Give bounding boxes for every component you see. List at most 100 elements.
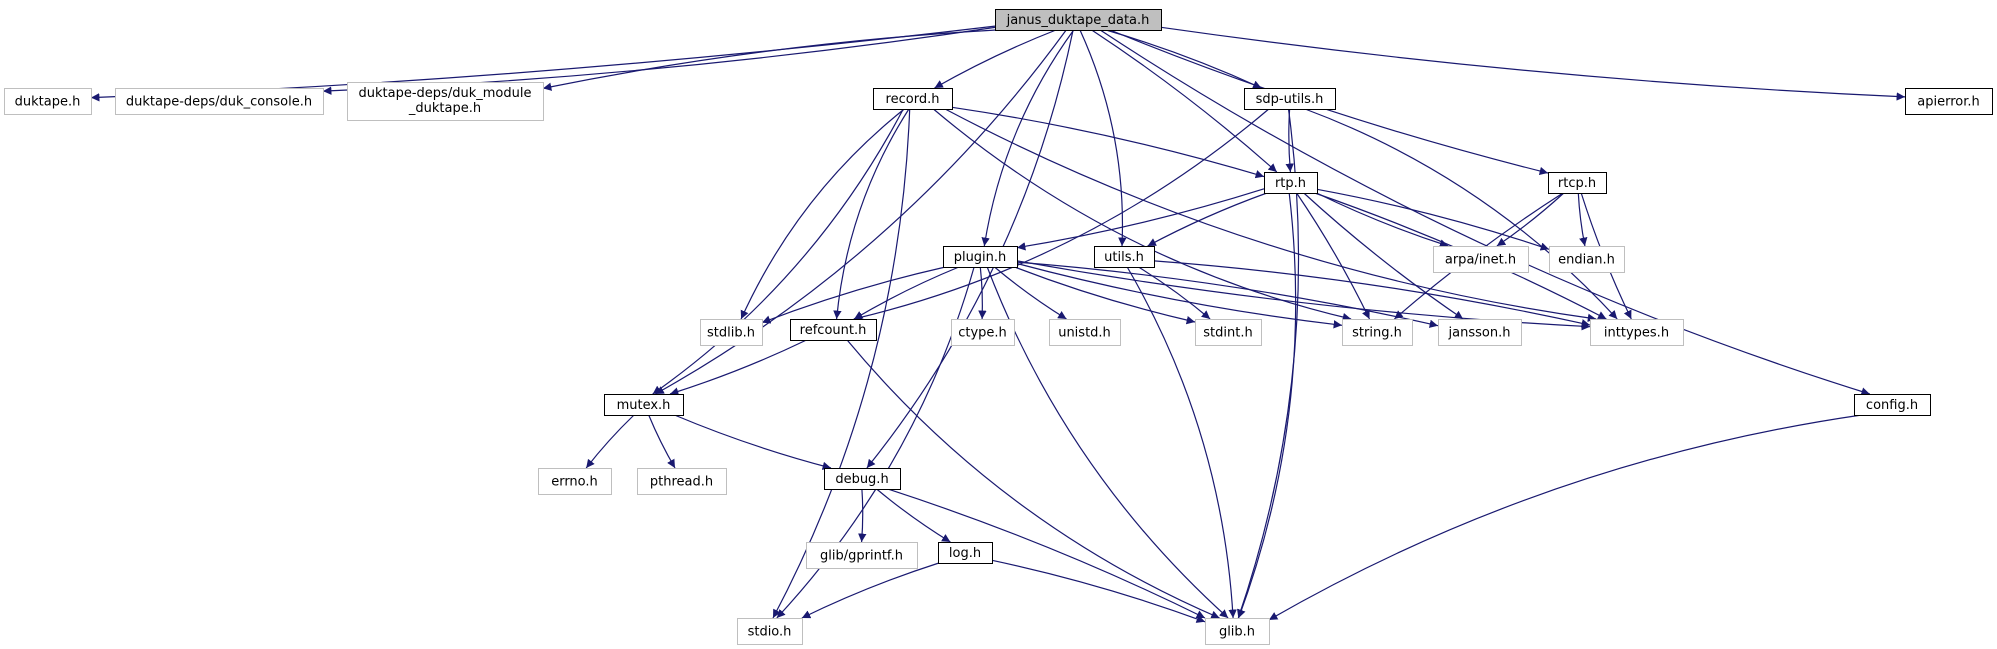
edge-plugin-to-jansson bbox=[1016, 261, 1439, 328]
edge-debug-to-glib bbox=[887, 488, 1206, 619]
edge-utils-to-glib bbox=[1126, 266, 1237, 619]
node-box bbox=[943, 246, 1018, 268]
node-box bbox=[1854, 394, 1931, 416]
node-label: config.h bbox=[1866, 398, 1918, 413]
edge-utils-to-inttypes bbox=[1153, 260, 1591, 328]
node-label: refcount.h bbox=[800, 323, 867, 338]
edge-record-to-refcount bbox=[833, 108, 910, 320]
node-box bbox=[1195, 319, 1262, 346]
node-glib-gprintf: glib/gprintf.h bbox=[806, 542, 918, 569]
node-box bbox=[1049, 319, 1121, 346]
edge-root-to-plugin bbox=[981, 29, 1075, 247]
node-apierror[interactable]: apierror.h bbox=[1905, 88, 1993, 115]
edge-root-to-mutex bbox=[655, 29, 1067, 395]
edge-debug-to-log bbox=[876, 488, 951, 543]
edge-refcount-to-mutex bbox=[669, 339, 807, 396]
node-box bbox=[995, 9, 1162, 31]
edge-record-to-string bbox=[933, 108, 1352, 322]
node-box bbox=[951, 319, 1015, 346]
edge-rtcp-to-arpa_inet bbox=[1496, 192, 1565, 247]
edge-plugin-to-stdlib bbox=[761, 266, 946, 324]
node-config[interactable]: config.h bbox=[1854, 394, 1931, 416]
edge-root-to-utils bbox=[1079, 29, 1127, 247]
node-label: rtcp.h bbox=[1558, 176, 1596, 191]
node-label: glib/gprintf.h bbox=[820, 549, 903, 564]
edge-record-to-mutex bbox=[652, 108, 904, 395]
node-sdp-utils[interactable]: sdp-utils.h bbox=[1244, 88, 1336, 110]
node-label: plugin.h bbox=[954, 250, 1007, 265]
edge-config-to-glib bbox=[1268, 414, 1862, 621]
node-label: glib.h bbox=[1219, 625, 1255, 640]
node-label: inttypes.h bbox=[1604, 326, 1669, 341]
node-mutex[interactable]: mutex.h bbox=[604, 394, 684, 416]
edge-plugin-to-refcount bbox=[853, 266, 960, 320]
node-inttypes: inttypes.h bbox=[1590, 319, 1684, 346]
node-box bbox=[1244, 88, 1336, 110]
edge-plugin-to-unistd bbox=[994, 266, 1067, 320]
node-box bbox=[824, 468, 901, 490]
node-label: string.h bbox=[1352, 326, 1402, 341]
nodes-layer: janus_duktape_data.h duktape.h duktape-dep… bbox=[4, 9, 1993, 645]
edge-mutex-to-pthread bbox=[648, 414, 676, 469]
edge-record-to-stdio bbox=[772, 108, 911, 619]
node-label: arpa/inet.h bbox=[1445, 253, 1516, 268]
edge-plugin-to-stdint bbox=[1014, 266, 1196, 325]
node-box bbox=[1433, 246, 1529, 273]
edge-plugin-to-string bbox=[1016, 262, 1343, 329]
node-label: mutex.h bbox=[617, 398, 671, 413]
node-stdlib: stdlib.h bbox=[700, 319, 763, 346]
edge-rtp-to-arpa_inet bbox=[1316, 192, 1449, 248]
node-box bbox=[1905, 88, 1993, 115]
node-debug[interactable]: debug.h bbox=[824, 468, 901, 490]
node-duk-module: duktape-deps/duk_module_duktape.h bbox=[347, 82, 544, 121]
node-box bbox=[790, 319, 877, 341]
node-label: ctype.h bbox=[958, 326, 1007, 341]
edge-plugin-to-ctype bbox=[978, 266, 987, 320]
node-errno: errno.h bbox=[538, 468, 612, 495]
edge-record-to-inttypes bbox=[944, 108, 1597, 322]
edge-rtp-to-jansson bbox=[1303, 192, 1464, 320]
node-box bbox=[538, 468, 612, 495]
edge-root-to-record bbox=[934, 29, 1057, 89]
node-box bbox=[1548, 172, 1607, 194]
node-plugin[interactable]: plugin.h bbox=[943, 246, 1018, 268]
node-box bbox=[737, 618, 803, 645]
node-label: duktape.h bbox=[15, 95, 81, 110]
edge-rtcp-to-endian bbox=[1577, 192, 1588, 247]
edge-root-to-apierror bbox=[1160, 26, 1906, 101]
node-root[interactable]: janus_duktape_data.h bbox=[995, 9, 1162, 31]
node-box bbox=[1438, 319, 1522, 346]
node-label: rtp.h bbox=[1275, 176, 1306, 191]
node-refcount[interactable]: refcount.h bbox=[790, 319, 877, 341]
node-rtp[interactable]: rtp.h bbox=[1264, 172, 1318, 194]
edge-root-to-duk_module bbox=[542, 29, 997, 91]
edge-sdp_utils-to-refcount bbox=[853, 108, 1270, 322]
node-log[interactable]: log.h bbox=[938, 542, 993, 564]
node-box bbox=[4, 88, 92, 115]
node-label: duktape-deps/duk_module_duktape.h bbox=[359, 86, 532, 116]
node-box bbox=[1205, 618, 1270, 645]
node-box bbox=[1264, 172, 1318, 194]
node-box bbox=[637, 468, 727, 495]
edge-refcount-to-glib bbox=[846, 339, 1220, 619]
node-label-line2: _duktape.h bbox=[408, 101, 481, 116]
node-label-line1: duktape-deps/duk_module bbox=[359, 86, 532, 101]
node-utils[interactable]: utils.h bbox=[1094, 246, 1155, 268]
node-glib: glib.h bbox=[1205, 618, 1270, 645]
node-duk-console: duktape-deps/duk_console.h bbox=[115, 88, 324, 115]
node-label: pthread.h bbox=[650, 475, 713, 490]
node-rtcp[interactable]: rtcp.h bbox=[1548, 172, 1607, 194]
edge-rtp-to-plugin bbox=[1016, 188, 1265, 251]
node-endian: endian.h bbox=[1549, 246, 1625, 273]
node-label: sdp-utils.h bbox=[1256, 92, 1324, 107]
node-stdio: stdio.h bbox=[737, 618, 803, 645]
node-record[interactable]: record.h bbox=[873, 88, 953, 110]
edge-rtp-to-glib bbox=[1237, 192, 1297, 619]
node-label: jansson.h bbox=[1448, 326, 1511, 341]
node-stdint: stdint.h bbox=[1195, 319, 1262, 346]
node-box bbox=[806, 542, 918, 569]
node-label: stdlib.h bbox=[707, 326, 755, 341]
edge-mutex-to-debug bbox=[674, 414, 832, 470]
node-label: unistd.h bbox=[1058, 326, 1111, 341]
